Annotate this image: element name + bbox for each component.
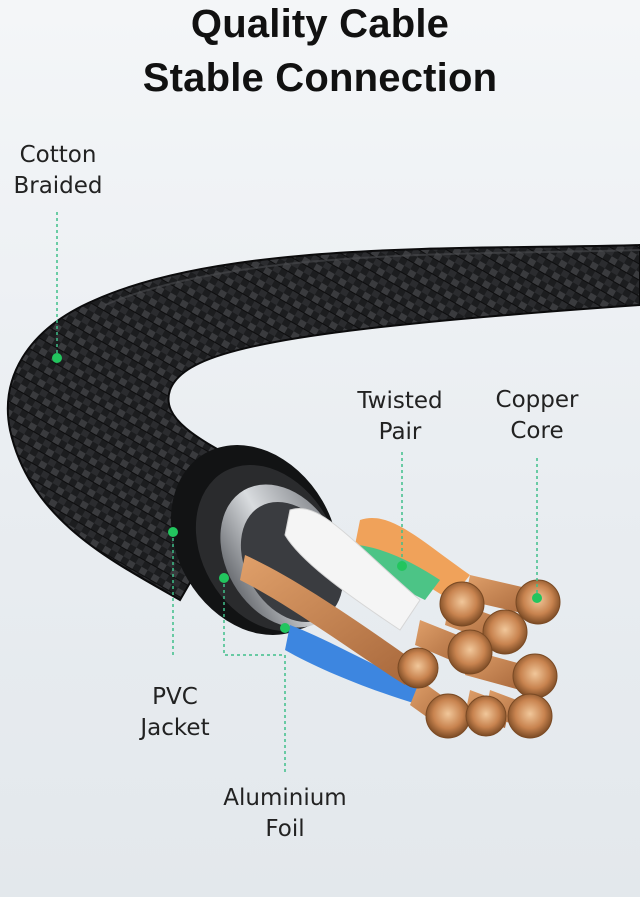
orange-wire: [355, 518, 470, 600]
dot-aluminium-foil: [219, 573, 229, 583]
callout-aluminium-foil: Aluminium Foil: [223, 785, 347, 842]
braided-sleeve: [6, 243, 640, 602]
leader-aluminium-foil: [223, 578, 286, 775]
callout-pvc-jacket: PVC Jacket: [140, 684, 210, 741]
callout-copper-core: Copper Core: [495, 387, 579, 444]
white-wire: [284, 508, 421, 631]
headline-line-1: Quality Cable: [190, 2, 450, 46]
callout-twisted-pair: Twisted Pair: [357, 388, 443, 445]
callout-cotton-braided: Cotton Braided: [13, 142, 103, 199]
dot-twisted-pair: [397, 561, 407, 571]
blue-wire: [285, 625, 430, 705]
dot-copper-core: [532, 593, 542, 603]
copper-ends: [397, 579, 561, 739]
dot-cotton-braided: [52, 353, 62, 363]
dot-pvc-jacket: [168, 527, 178, 537]
headline-line-2: Stable Connection: [142, 56, 498, 100]
